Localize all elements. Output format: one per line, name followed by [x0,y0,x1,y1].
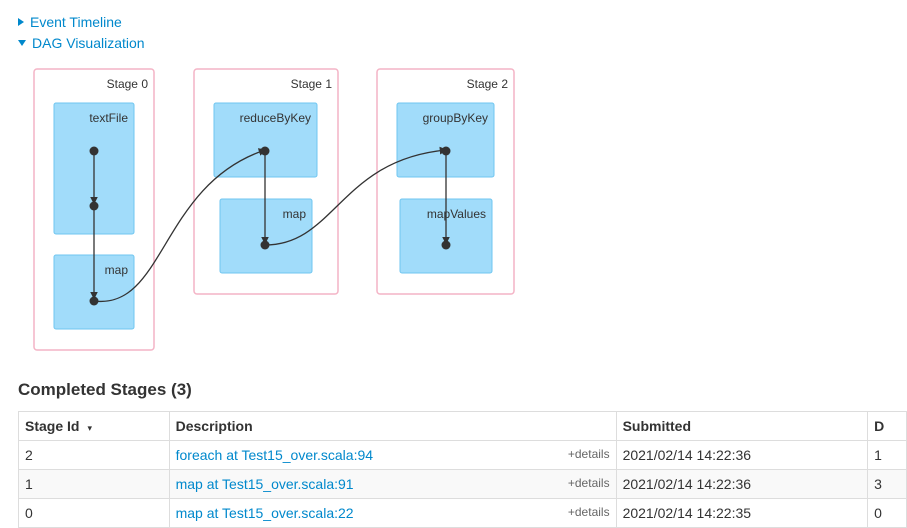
node-map0-label: map [105,263,129,277]
node-groupbykey-label: groupByKey [423,111,488,125]
cell-description: map at Test15_over.scala:91 +details [168,469,617,499]
cell-submitted: 2021/02/14 14:22:36 [615,440,869,470]
header-submitted-label: Submitted [622,418,692,434]
table-row: 2 foreach at Test15_over.scala:94 +detai… [18,440,907,470]
stage-description-link[interactable]: map at Test15_over.scala:91 [175,476,354,492]
details-toggle[interactable]: +details [567,447,610,461]
stage-2-label: Stage 2 [467,77,509,91]
vertex-map1[interactable] [260,240,270,250]
node-map1-label: map [283,207,307,221]
cell-duration: 0 [867,498,907,528]
table-header-row: Stage Id ▾ Description Submitted D [18,411,907,441]
completed-stages-title: Completed Stages (3) [18,380,192,399]
dag-visualization-toggle[interactable]: DAG Visualization [18,35,145,51]
header-description[interactable]: Description [168,411,617,441]
event-timeline-label: Event Timeline [30,14,122,30]
details-toggle[interactable]: +details [567,476,610,490]
stage-1-node-map[interactable]: map [219,198,313,274]
dag-graph: Stage 0 textFile map Stage 1 reduceByKey… [33,68,515,351]
edge-stage0-to-stage1 [93,148,267,302]
event-timeline-toggle[interactable]: Event Timeline [18,14,122,30]
stage-2-node-groupbykey[interactable]: groupByKey [396,102,495,178]
stage-description-link[interactable]: foreach at Test15_over.scala:94 [175,447,374,463]
vertex-textfile-2[interactable] [89,201,99,211]
vertex-map0[interactable] [89,296,99,306]
dag-vertices [89,146,451,306]
stage-1-cluster[interactable]: Stage 1 reduceByKey map [193,68,339,295]
cell-submitted: 2021/02/14 14:22:36 [615,469,869,499]
collapse-arrow-icon [18,40,26,46]
expand-arrow-icon [18,18,24,26]
cell-stage-id: 0 [18,498,170,528]
header-duration-label: D [874,418,885,434]
dag-visualization-label: DAG Visualization [32,35,145,51]
header-stage-id-label: Stage Id [25,418,80,434]
cell-description: foreach at Test15_over.scala:94 +details [168,440,617,470]
node-mapvalues-label: mapValues [427,207,486,221]
cell-duration: 1 [867,440,907,470]
completed-stages-table: Stage Id ▾ Description Submitted D 2 fore… [18,411,907,528]
node-map1-box [219,198,313,274]
header-submitted[interactable]: Submitted [615,411,869,441]
dag-edges [90,146,450,302]
vertex-textfile-1[interactable] [89,146,99,156]
details-toggle[interactable]: +details [567,505,610,519]
cell-description: map at Test15_over.scala:22 +details [168,498,617,528]
table-row: 0 map at Test15_over.scala:22 +details 2… [18,498,907,528]
node-reducebykey-label: reduceByKey [240,111,311,125]
vertex-groupbykey[interactable] [441,146,451,156]
edge-stage1-to-stage2 [264,146,448,246]
stage-1-label: Stage 1 [291,77,333,91]
stage-1-node-reducebykey[interactable]: reduceByKey [213,102,318,178]
vertex-reducebykey[interactable] [260,146,270,156]
stage-description-link[interactable]: map at Test15_over.scala:22 [175,505,354,521]
header-stage-id[interactable]: Stage Id ▾ [18,411,170,441]
table-row: 1 map at Test15_over.scala:91 +details 2… [18,469,907,499]
cell-submitted: 2021/02/14 14:22:35 [615,498,869,528]
sort-down-icon: ▾ [87,423,92,433]
header-description-label: Description [175,418,253,434]
cell-duration: 3 [867,469,907,499]
vertex-mapvalues[interactable] [441,240,451,250]
cell-stage-id: 2 [18,440,170,470]
cell-stage-id: 1 [18,469,170,499]
header-duration[interactable]: D [867,411,907,441]
stage-0-label: Stage 0 [107,77,149,91]
node-textfile-label: textFile [89,111,128,125]
